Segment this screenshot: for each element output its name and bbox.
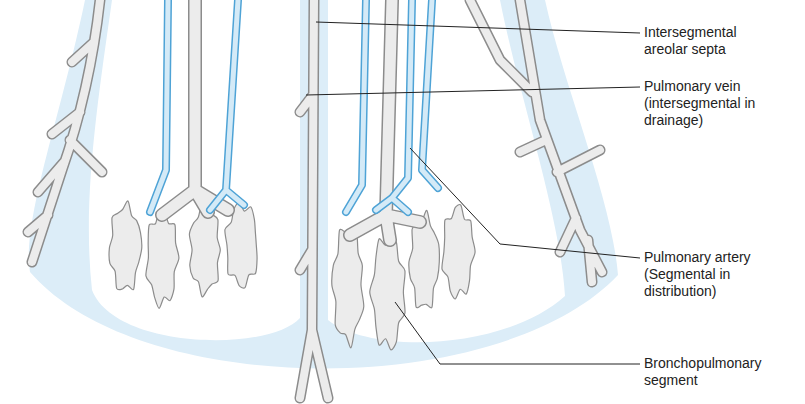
pulmonary-artery xyxy=(422,0,438,188)
pulmonary-artery-fill xyxy=(346,0,366,212)
pulmonary-artery-outline xyxy=(210,0,244,210)
pulmonary-artery-outline xyxy=(150,0,168,212)
bronchus xyxy=(162,0,228,215)
segment-interior xyxy=(89,0,300,340)
callout-label: Pulmonary artery (Segmental in distribut… xyxy=(644,249,768,300)
callout-label: Pulmonary vein (intersegmental in draina… xyxy=(644,78,756,129)
leader-lines xyxy=(306,22,640,364)
pulmonary-vein-outline xyxy=(28,0,102,262)
leader-line xyxy=(395,302,640,364)
pulmonary-artery xyxy=(150,0,168,212)
bronchus-outline xyxy=(162,0,228,215)
alveolar-lump xyxy=(370,234,405,350)
callout-label: Intersegmental areolar septa xyxy=(644,24,759,58)
pulmonary-vein-outline xyxy=(470,0,602,282)
pulmonary-artery xyxy=(376,0,412,212)
pulmonary-artery-fill xyxy=(210,0,244,210)
pulmonary-artery xyxy=(346,0,366,212)
pulmonary-artery xyxy=(210,0,244,210)
pulmonary-artery-outline xyxy=(346,0,366,212)
pulmonary-vein xyxy=(300,0,328,398)
leader-line xyxy=(410,148,640,258)
leader-line xyxy=(316,22,640,33)
pulmonary-artery-outline xyxy=(422,0,438,188)
alveolar-lump xyxy=(109,201,142,290)
pulmonary-artery-outline xyxy=(376,0,412,212)
alveolar-lump xyxy=(146,209,179,309)
alveolar-lump xyxy=(332,229,364,348)
pulmonary-vein-outline xyxy=(300,0,328,398)
callout-label: Bronchopulmonary segment xyxy=(644,355,789,389)
pulmonary-artery-fill xyxy=(150,0,168,212)
leader-line xyxy=(306,87,640,95)
alveolar-lump xyxy=(442,205,475,300)
bronchus-fill xyxy=(162,0,228,215)
pulmonary-artery-fill xyxy=(422,0,438,188)
pulmonary-vein-fill xyxy=(28,0,102,262)
pulmonary-vein-fill xyxy=(470,0,602,282)
pulmonary-artery-fill xyxy=(376,0,412,212)
septal-band xyxy=(29,0,618,368)
pulmonary-vein-fill xyxy=(300,0,328,398)
pulmonary-vein xyxy=(470,0,602,282)
pulmonary-vein xyxy=(28,0,102,262)
